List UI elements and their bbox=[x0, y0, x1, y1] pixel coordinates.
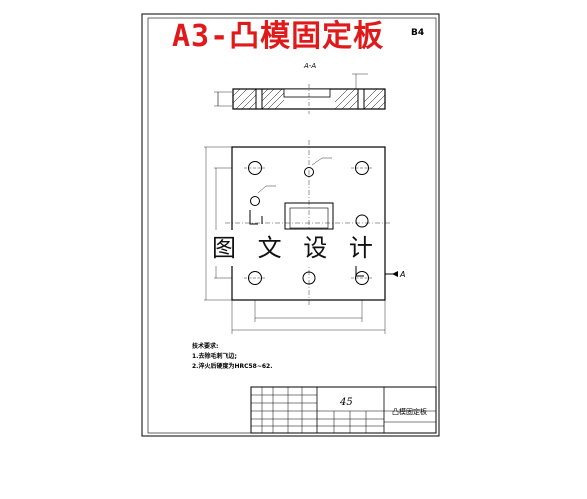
material-text: 45 bbox=[339, 397, 353, 408]
technical-notes: 技术要求: 1.去除毛刺飞边; 2.淬火后硬度为HRC58~62. bbox=[192, 342, 273, 372]
watermark-text: 图 文 设 计 bbox=[212, 230, 380, 266]
page-title: A3-凸模固定板 bbox=[172, 19, 385, 54]
note-item: 2.淬火后硬度为HRC58~62. bbox=[192, 363, 273, 370]
pin-hole bbox=[302, 271, 316, 285]
corner-mark: B4 bbox=[411, 28, 425, 38]
title-block bbox=[250, 386, 437, 434]
sheet-border bbox=[141, 13, 440, 437]
notes-heading: 技术要求: bbox=[192, 343, 219, 350]
note-item: 1.去除毛刺飞边; bbox=[192, 353, 237, 360]
section-label: A-A bbox=[303, 62, 316, 70]
pin-hole bbox=[304, 167, 314, 177]
cut-mark: A bbox=[399, 270, 405, 279]
pin-hole bbox=[355, 214, 369, 228]
section-view bbox=[214, 73, 386, 114]
bolt-hole bbox=[355, 271, 369, 285]
bolt-hole bbox=[248, 161, 262, 175]
part-name-text: 凸模固定板 bbox=[392, 407, 427, 416]
plate-outline bbox=[231, 146, 386, 301]
punch-slot bbox=[284, 202, 334, 230]
pin-hole bbox=[250, 196, 260, 206]
bolt-hole bbox=[355, 161, 369, 175]
section-recess bbox=[283, 88, 331, 98]
bolt-hole bbox=[248, 271, 262, 285]
